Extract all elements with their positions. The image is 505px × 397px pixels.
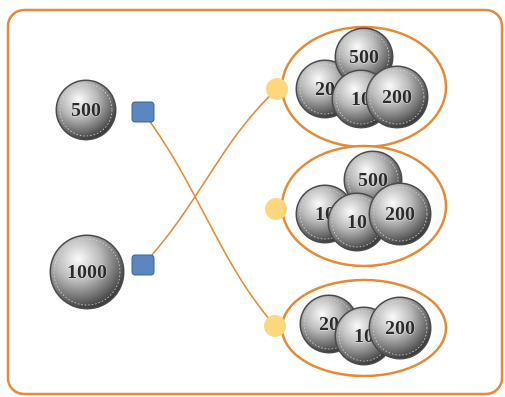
coin-value: 20 xyxy=(319,313,339,335)
coin-edge xyxy=(369,69,425,125)
coin: 200 xyxy=(365,65,429,129)
frame xyxy=(6,8,504,396)
coin-face xyxy=(367,67,427,127)
connection-line xyxy=(142,88,278,266)
coin: 200 xyxy=(368,182,432,246)
coin-face xyxy=(370,298,430,358)
coin-edge xyxy=(53,238,121,306)
connection-line xyxy=(142,111,276,327)
coin-value: 500 xyxy=(358,169,388,191)
coin-value: 200 xyxy=(385,317,415,339)
connection-dot[interactable] xyxy=(264,315,286,337)
coin-value: 200 xyxy=(382,86,412,108)
coin-value: 20 xyxy=(315,78,335,100)
left-coins: 500 1000 xyxy=(49,79,155,310)
coin-edge xyxy=(59,83,113,137)
coin: 200 xyxy=(368,296,432,360)
coin-face xyxy=(370,184,430,244)
coin-edge xyxy=(372,186,428,242)
coin-value: 200 xyxy=(385,203,415,225)
connection-dot[interactable] xyxy=(266,78,288,100)
connection-handle[interactable] xyxy=(131,101,155,123)
coin-value: 1000 xyxy=(67,261,107,283)
coin-value: 500 xyxy=(349,46,379,68)
coin-face xyxy=(336,29,392,85)
connection-handle[interactable] xyxy=(131,254,155,276)
coin-face xyxy=(51,236,123,308)
connection-dot[interactable] xyxy=(265,198,287,220)
source-coin-500: 500 xyxy=(55,79,117,141)
source-coin-1000: 1000 xyxy=(49,234,125,310)
coin-value: 10 xyxy=(347,211,367,233)
coin-value: 500 xyxy=(71,99,101,121)
connection-lines xyxy=(142,88,278,327)
coin-edge xyxy=(372,300,428,356)
coin-face xyxy=(57,81,115,139)
